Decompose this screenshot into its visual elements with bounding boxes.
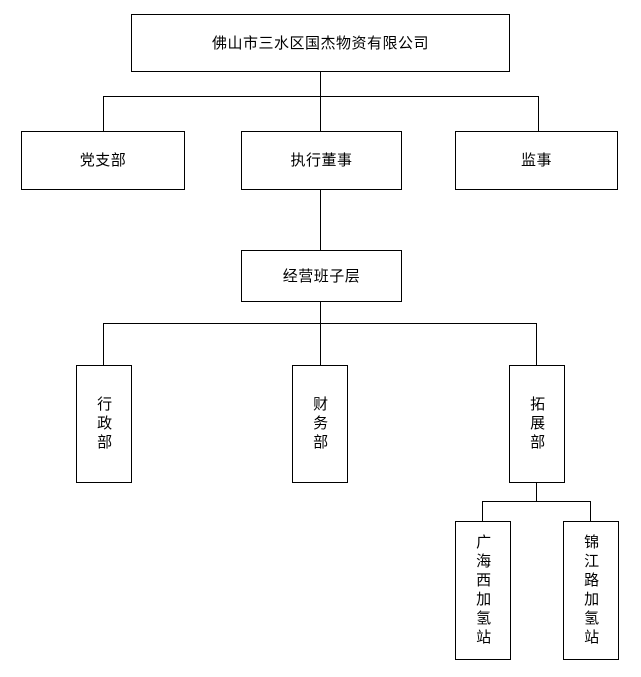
node-jinjianglu-station-label: 锦江路加氢站 <box>582 533 601 648</box>
node-development-dept: 拓展部 <box>509 365 565 483</box>
node-jinjianglu-station: 锦江路加氢站 <box>563 521 619 660</box>
node-executive-director: 执行董事 <box>241 131 402 190</box>
node-party-branch: 党支部 <box>21 131 185 190</box>
connector-to-finance-dept <box>320 323 321 365</box>
node-party-branch-label: 党支部 <box>79 151 127 170</box>
connector-company-drop <box>320 72 321 96</box>
connector-development-drop <box>536 483 537 501</box>
connector-to-guanghaixi-station <box>482 501 483 521</box>
node-admin-dept-label: 行政部 <box>95 395 114 453</box>
node-admin-dept: 行政部 <box>76 365 132 483</box>
connector-to-supervisor <box>538 96 539 131</box>
node-finance-dept-label: 财务部 <box>311 395 330 453</box>
node-supervisor: 监事 <box>455 131 618 190</box>
connector-to-party-branch <box>103 96 104 131</box>
connector-level5-bus <box>482 501 591 502</box>
connector-to-jinjianglu-station <box>590 501 591 521</box>
connector-director-to-management <box>320 190 321 250</box>
node-company-label: 佛山市三水区国杰物资有限公司 <box>211 33 429 52</box>
connector-to-development-dept <box>536 323 537 365</box>
node-guanghaixi-station: 广海西加氢站 <box>455 521 511 660</box>
node-supervisor-label: 监事 <box>520 151 552 170</box>
node-finance-dept: 财务部 <box>292 365 348 483</box>
connector-management-drop <box>320 302 321 323</box>
node-executive-director-label: 执行董事 <box>290 151 353 170</box>
connector-to-executive-director <box>320 96 321 131</box>
node-management-team-label: 经营班子层 <box>282 266 361 285</box>
connector-to-admin-dept <box>103 323 104 365</box>
node-company: 佛山市三水区国杰物资有限公司 <box>131 14 510 72</box>
node-guanghaixi-station-label: 广海西加氢站 <box>474 533 493 648</box>
connector-level2-bus <box>103 96 539 97</box>
node-management-team: 经营班子层 <box>241 250 402 302</box>
node-development-dept-label: 拓展部 <box>528 395 547 453</box>
